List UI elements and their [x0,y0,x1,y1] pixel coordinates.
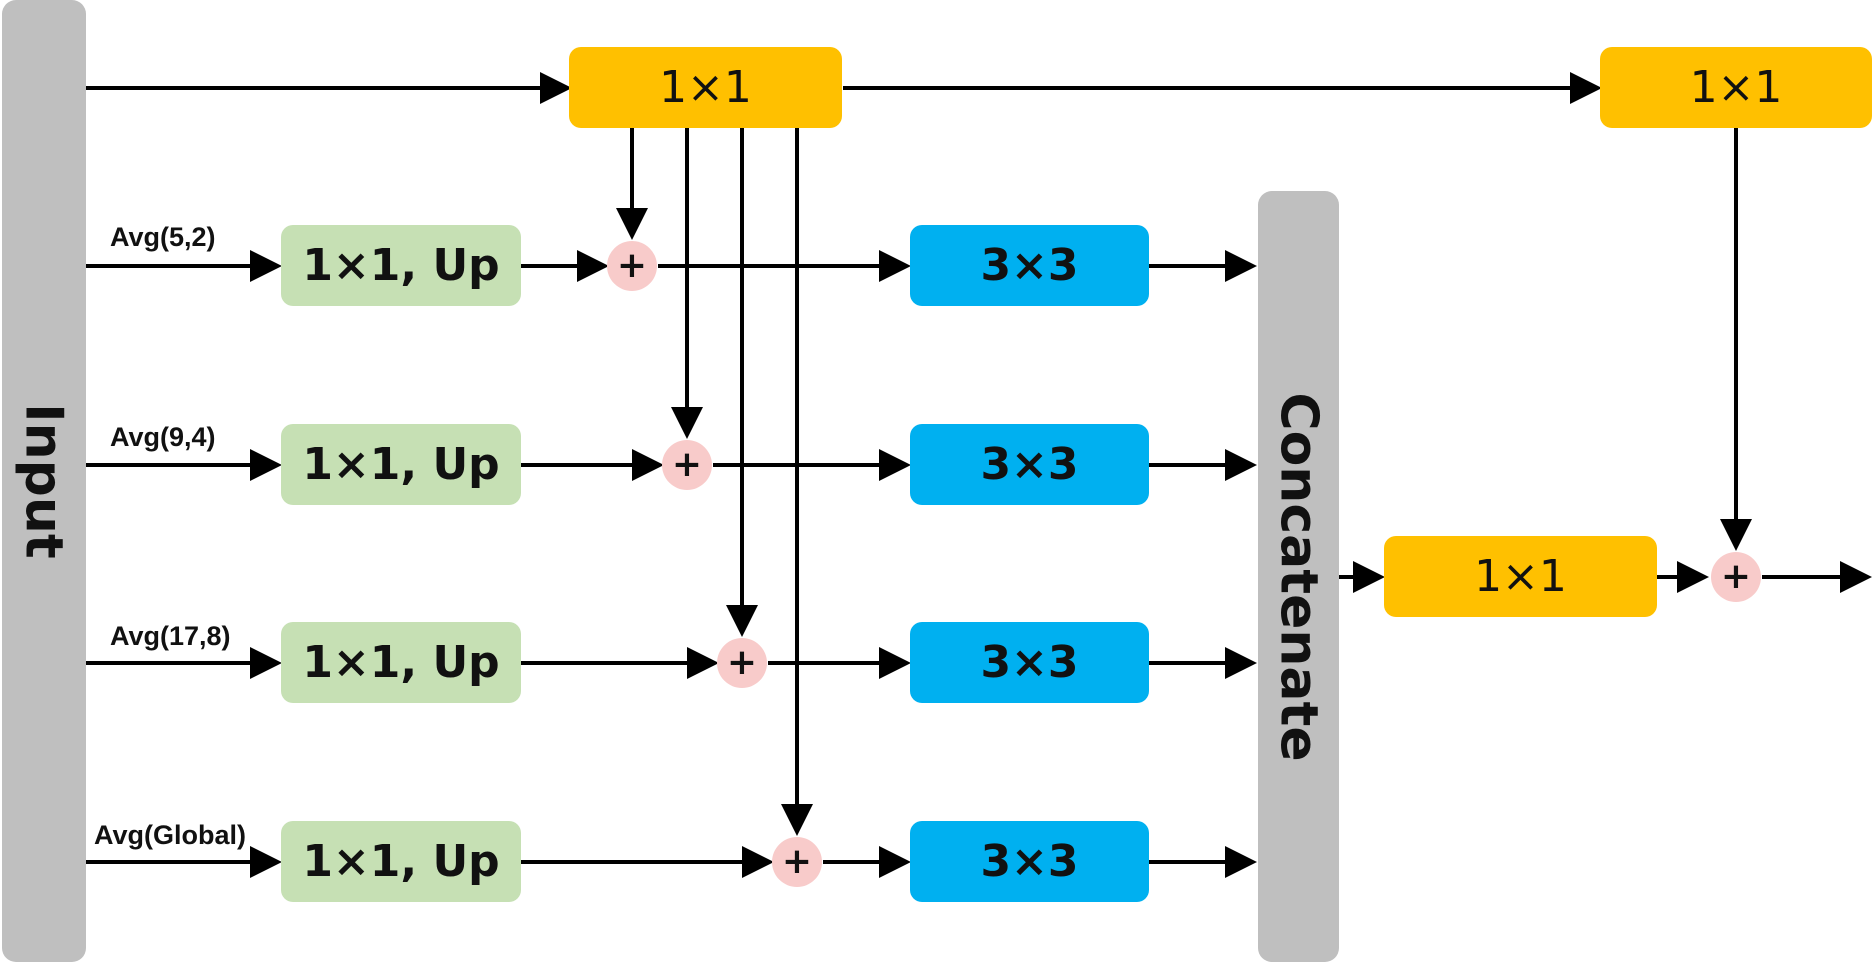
input-bar: Input [2,0,86,962]
conv3x3-label-4: 3×3 [980,836,1079,887]
concatenate-bar: Concatenate [1258,191,1339,962]
right-conv1x1-label: 1×1 [1689,62,1783,113]
fuse-conv1x1-label: 1×1 [1474,551,1567,602]
right-conv1x1-box: 1×1 [1600,47,1872,128]
conv3x3-box-4: 3×3 [910,821,1149,902]
input-label: Input [14,403,74,559]
up-label-2: 1×1, Up [302,439,500,490]
pool-label-4: Avg(Global) [94,820,246,850]
conv3x3-label-3: 3×3 [980,637,1079,688]
final-add-symbol: + [1720,556,1752,597]
pool-label-3: Avg(17,8) [110,621,231,651]
up-box-3: 1×1, Up [281,622,521,703]
add-symbol-3: + [726,642,758,683]
conv3x3-box-3: 3×3 [910,622,1149,703]
up-box-1: 1×1, Up [281,225,521,306]
pool-label-1: Avg(5,2) [110,222,216,252]
pool-label-2: Avg(9,4) [110,422,216,452]
up-box-4: 1×1, Up [281,821,521,902]
up-label-1: 1×1, Up [302,240,500,291]
conv3x3-label-2: 3×3 [980,439,1079,490]
add-symbol-1: + [616,245,648,286]
conv3x3-label-1: 3×3 [980,240,1079,291]
concatenate-label: Concatenate [1268,391,1329,762]
add-symbol-2: + [671,444,703,485]
top-conv1x1-label: 1×1 [659,62,752,113]
top-conv1x1-box: 1×1 [569,47,842,128]
final-add-node: + [1711,552,1761,602]
conv3x3-box-1: 3×3 [910,225,1149,306]
up-label-4: 1×1, Up [302,836,500,887]
add-node-4: + [772,837,822,887]
add-node-1: + [607,241,657,291]
up-box-2: 1×1, Up [281,424,521,505]
conv3x3-box-2: 3×3 [910,424,1149,505]
add-node-3: + [717,638,767,688]
add-symbol-4: + [781,841,813,882]
fuse-conv1x1-box: 1×1 [1384,536,1657,617]
add-node-2: + [662,440,712,490]
up-label-3: 1×1, Up [302,637,500,688]
